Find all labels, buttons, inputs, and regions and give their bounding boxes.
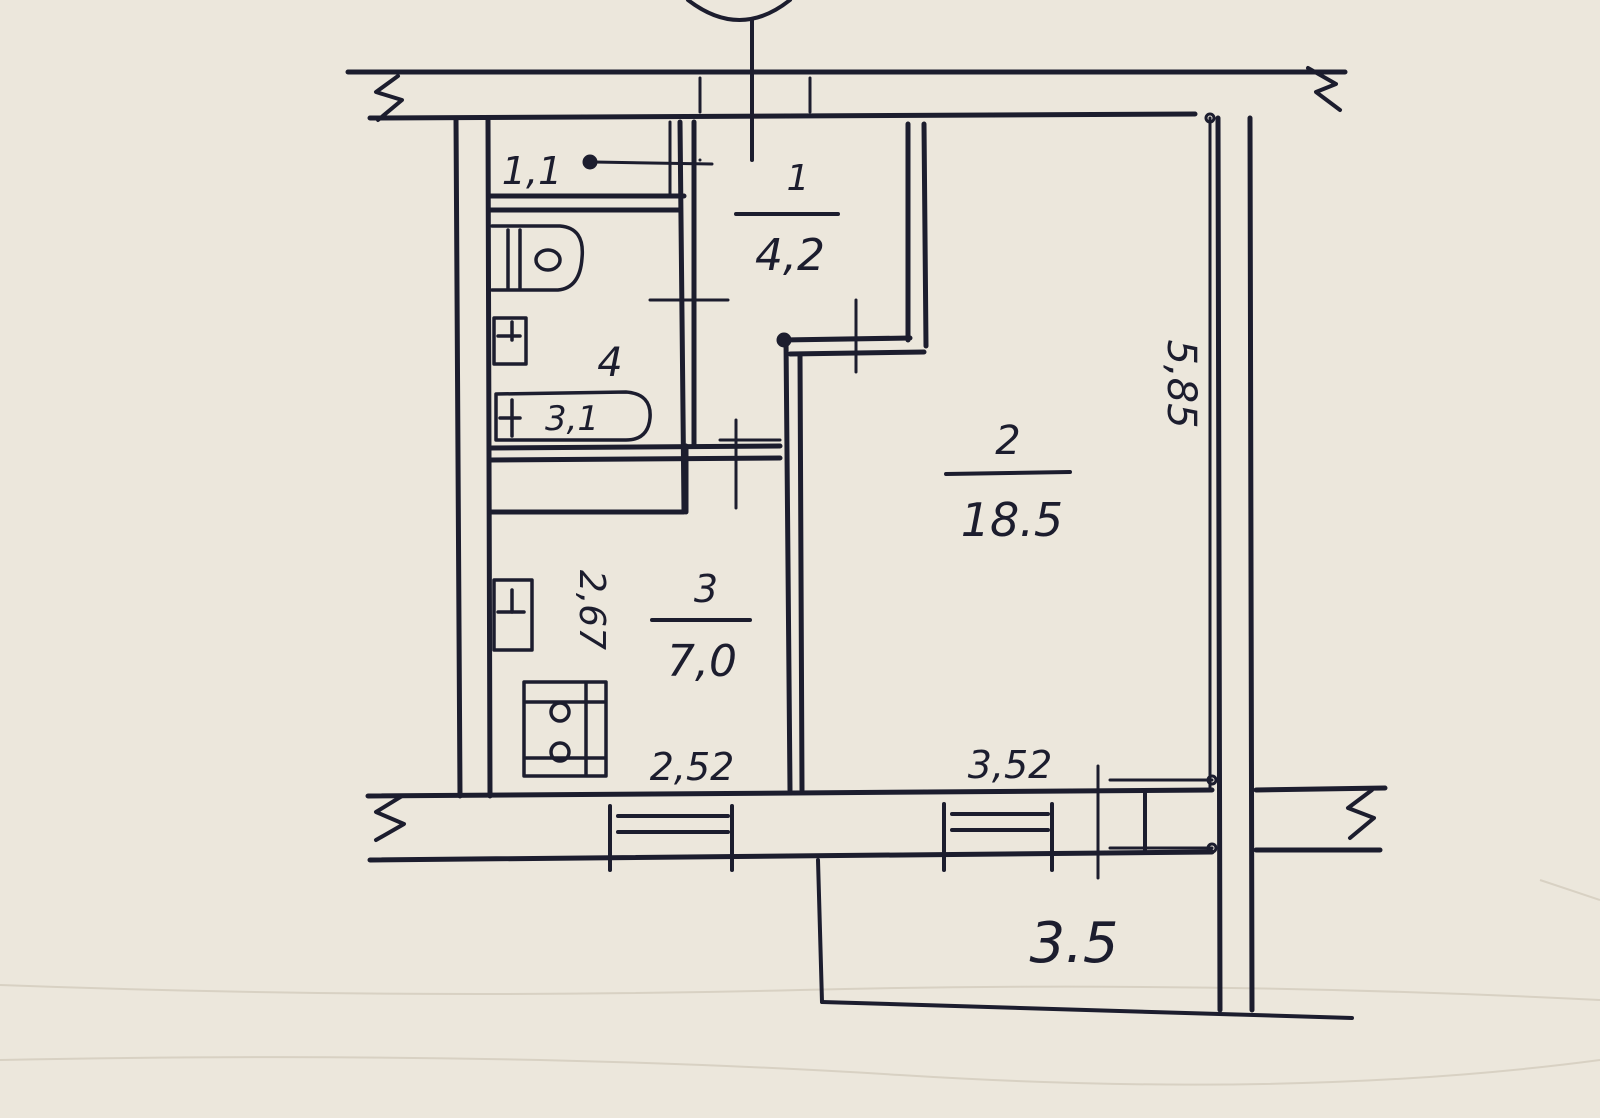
living-window [942,802,1054,872]
balcony-door [1096,764,1218,880]
room-label-bars [650,212,1072,622]
hall-partitions [776,121,929,793]
break-line-icon [1306,66,1342,112]
sink-icon [492,316,528,366]
balcony [816,858,1354,1020]
room-number-bathroom: 4 [597,340,622,386]
paper-creases [0,879,1600,1086]
room-area-bathroom: 3,1 [545,399,599,439]
compass-icon [686,0,792,22]
right-outer-wall [1215,115,1255,1013]
living-length-dimension [1204,112,1216,792]
room-area-hall: 4,2 [755,230,825,281]
kitchen-window [608,804,734,872]
bathtub-icon [494,390,652,442]
room-area-living: 18.5 [961,493,1063,547]
toilet-icon [490,224,585,292]
dimension-kitchen-length: 2,67 [571,570,612,650]
bottom-outer-wall [365,785,1388,863]
room-number-hall: 1 [787,158,810,199]
stove-icon [522,680,608,778]
balcony-area: 3.5 [1029,911,1118,976]
room-area-kitchen: 7,0 [667,636,737,687]
top-outer-wall [345,69,1348,121]
dimension-kitchen-width: 2,52 [650,745,735,789]
break-line-icon [374,74,404,122]
dimension-living-width: 3,52 [968,743,1053,787]
kitchen-sink-icon [492,578,534,652]
dimension-closet-width: 1,1 [502,149,562,193]
room-number-kitchen: 3 [694,567,718,611]
break-line-icon [374,794,406,842]
bathroom-walls [487,119,783,515]
break-line-icon [1346,788,1376,840]
room-number-living: 2 [995,418,1020,464]
dimension-living-length: 5,85 [1158,339,1204,428]
left-outer-wall [453,115,493,799]
